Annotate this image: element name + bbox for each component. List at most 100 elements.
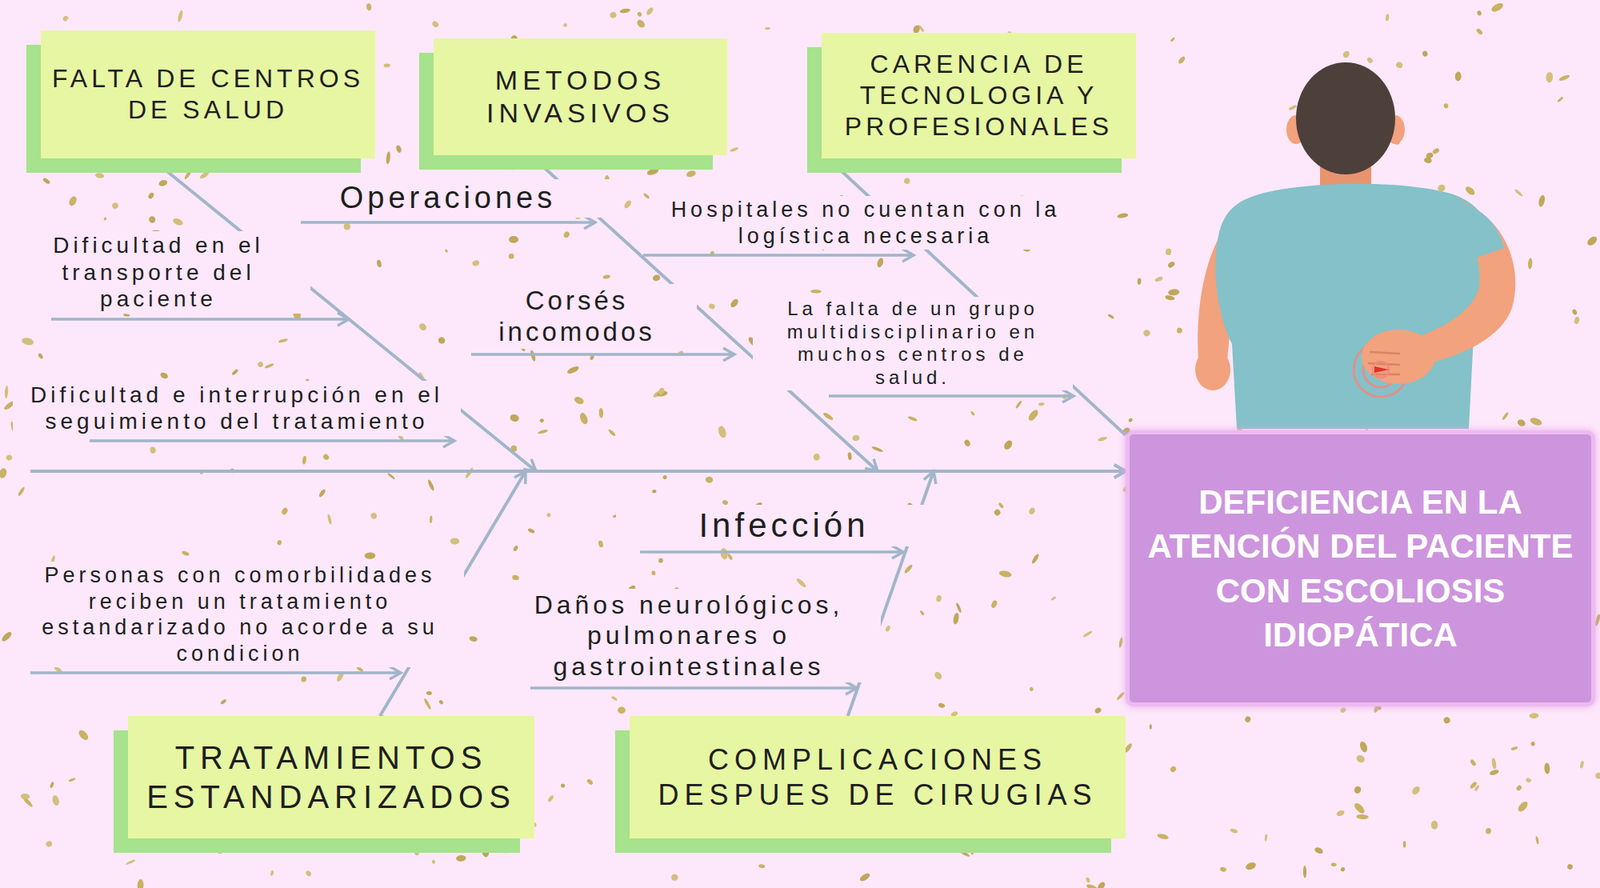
speckle	[370, 512, 378, 520]
speckle	[76, 728, 90, 743]
speckle	[1015, 400, 1024, 410]
speckle	[758, 864, 766, 869]
speckle	[602, 274, 611, 280]
speckle	[276, 539, 283, 546]
speckle	[1229, 828, 1239, 835]
speckle	[159, 371, 169, 380]
speckle	[608, 428, 617, 438]
leader-arrow	[30, 671, 401, 675]
speckle	[429, 515, 433, 524]
speckle	[1164, 294, 1176, 301]
speckle	[704, 476, 713, 484]
leader-arrow	[300, 220, 596, 224]
speckle	[1595, 772, 1600, 780]
speckle	[1515, 784, 1523, 792]
speckle	[1096, 880, 1108, 888]
hand	[1195, 348, 1231, 391]
speckle	[1528, 416, 1543, 427]
speckle	[256, 360, 264, 368]
speckle	[16, 486, 26, 497]
speckle	[278, 337, 289, 344]
speckle	[0, 630, 14, 644]
speckle	[183, 168, 193, 180]
speckle	[1339, 706, 1347, 714]
speckle	[1384, 13, 1390, 21]
speckle	[1432, 147, 1441, 156]
speckle	[364, 552, 376, 560]
speckle	[123, 313, 131, 317]
speckle	[1490, 1, 1505, 14]
speckle	[317, 488, 327, 498]
speckle	[512, 574, 520, 580]
speckle	[480, 845, 490, 858]
speckle	[1530, 741, 1536, 747]
speckle	[42, 176, 52, 185]
category-title: FALTA DE CENTROS DE SALUD	[52, 63, 364, 126]
speckle	[992, 508, 1002, 517]
speckle	[957, 848, 970, 858]
speckle	[468, 635, 479, 643]
speckle	[997, 501, 1004, 509]
speckle	[1116, 691, 1126, 701]
speckle	[971, 848, 976, 856]
speckle	[117, 733, 125, 740]
speckle	[1167, 260, 1176, 269]
speckle	[685, 169, 697, 179]
speckle	[436, 336, 447, 345]
speckle	[147, 192, 156, 200]
speckle	[376, 259, 382, 268]
patient-illustration	[1195, 62, 1516, 429]
speckle	[643, 192, 651, 200]
bone-connector	[380, 471, 1126, 716]
leader-arrow	[530, 686, 857, 690]
speckle	[1443, 103, 1449, 109]
speckle	[903, 563, 914, 574]
speckle	[450, 537, 460, 544]
speckle	[963, 438, 972, 448]
speckle	[343, 222, 351, 230]
speckle	[1579, 760, 1584, 769]
speckle	[420, 56, 427, 61]
speckle	[1537, 194, 1546, 208]
speckle	[1469, 758, 1477, 767]
speckle	[395, 144, 403, 154]
speckle	[426, 691, 432, 696]
speckle	[304, 869, 312, 877]
speckle	[1336, 809, 1346, 818]
speckle	[509, 413, 520, 424]
speckle	[871, 445, 884, 453]
speckle	[884, 624, 892, 632]
speckle	[998, 569, 1012, 578]
speckle	[1475, 28, 1484, 36]
speckle	[847, 452, 852, 460]
speckle	[562, 230, 571, 239]
speckle	[623, 199, 633, 210]
speckle	[136, 879, 144, 888]
speckle	[527, 527, 536, 534]
speckle	[636, 18, 647, 29]
speckle	[5, 454, 13, 461]
speckle	[103, 216, 108, 221]
speckle	[545, 512, 552, 518]
speckle	[1491, 757, 1497, 770]
speckle	[1431, 820, 1439, 830]
speckle	[537, 428, 549, 435]
speckle	[431, 859, 436, 864]
speckle	[1421, 50, 1429, 58]
speckle	[1082, 629, 1094, 638]
cause-label: Daños neurológicos, pulmonares o gastroi…	[496, 588, 881, 683]
leader-arrow	[471, 352, 735, 356]
speckle	[508, 236, 519, 244]
speckle	[1516, 800, 1529, 814]
speckle	[444, 248, 448, 253]
speckle	[1513, 188, 1524, 197]
speckle	[508, 253, 515, 260]
speckle	[889, 843, 896, 848]
speckle	[385, 151, 391, 164]
speckle	[652, 489, 657, 494]
speckle	[1545, 72, 1553, 84]
speckle	[61, 15, 69, 23]
speckle	[49, 781, 55, 789]
hand	[1361, 329, 1436, 384]
speckle	[1331, 863, 1337, 868]
